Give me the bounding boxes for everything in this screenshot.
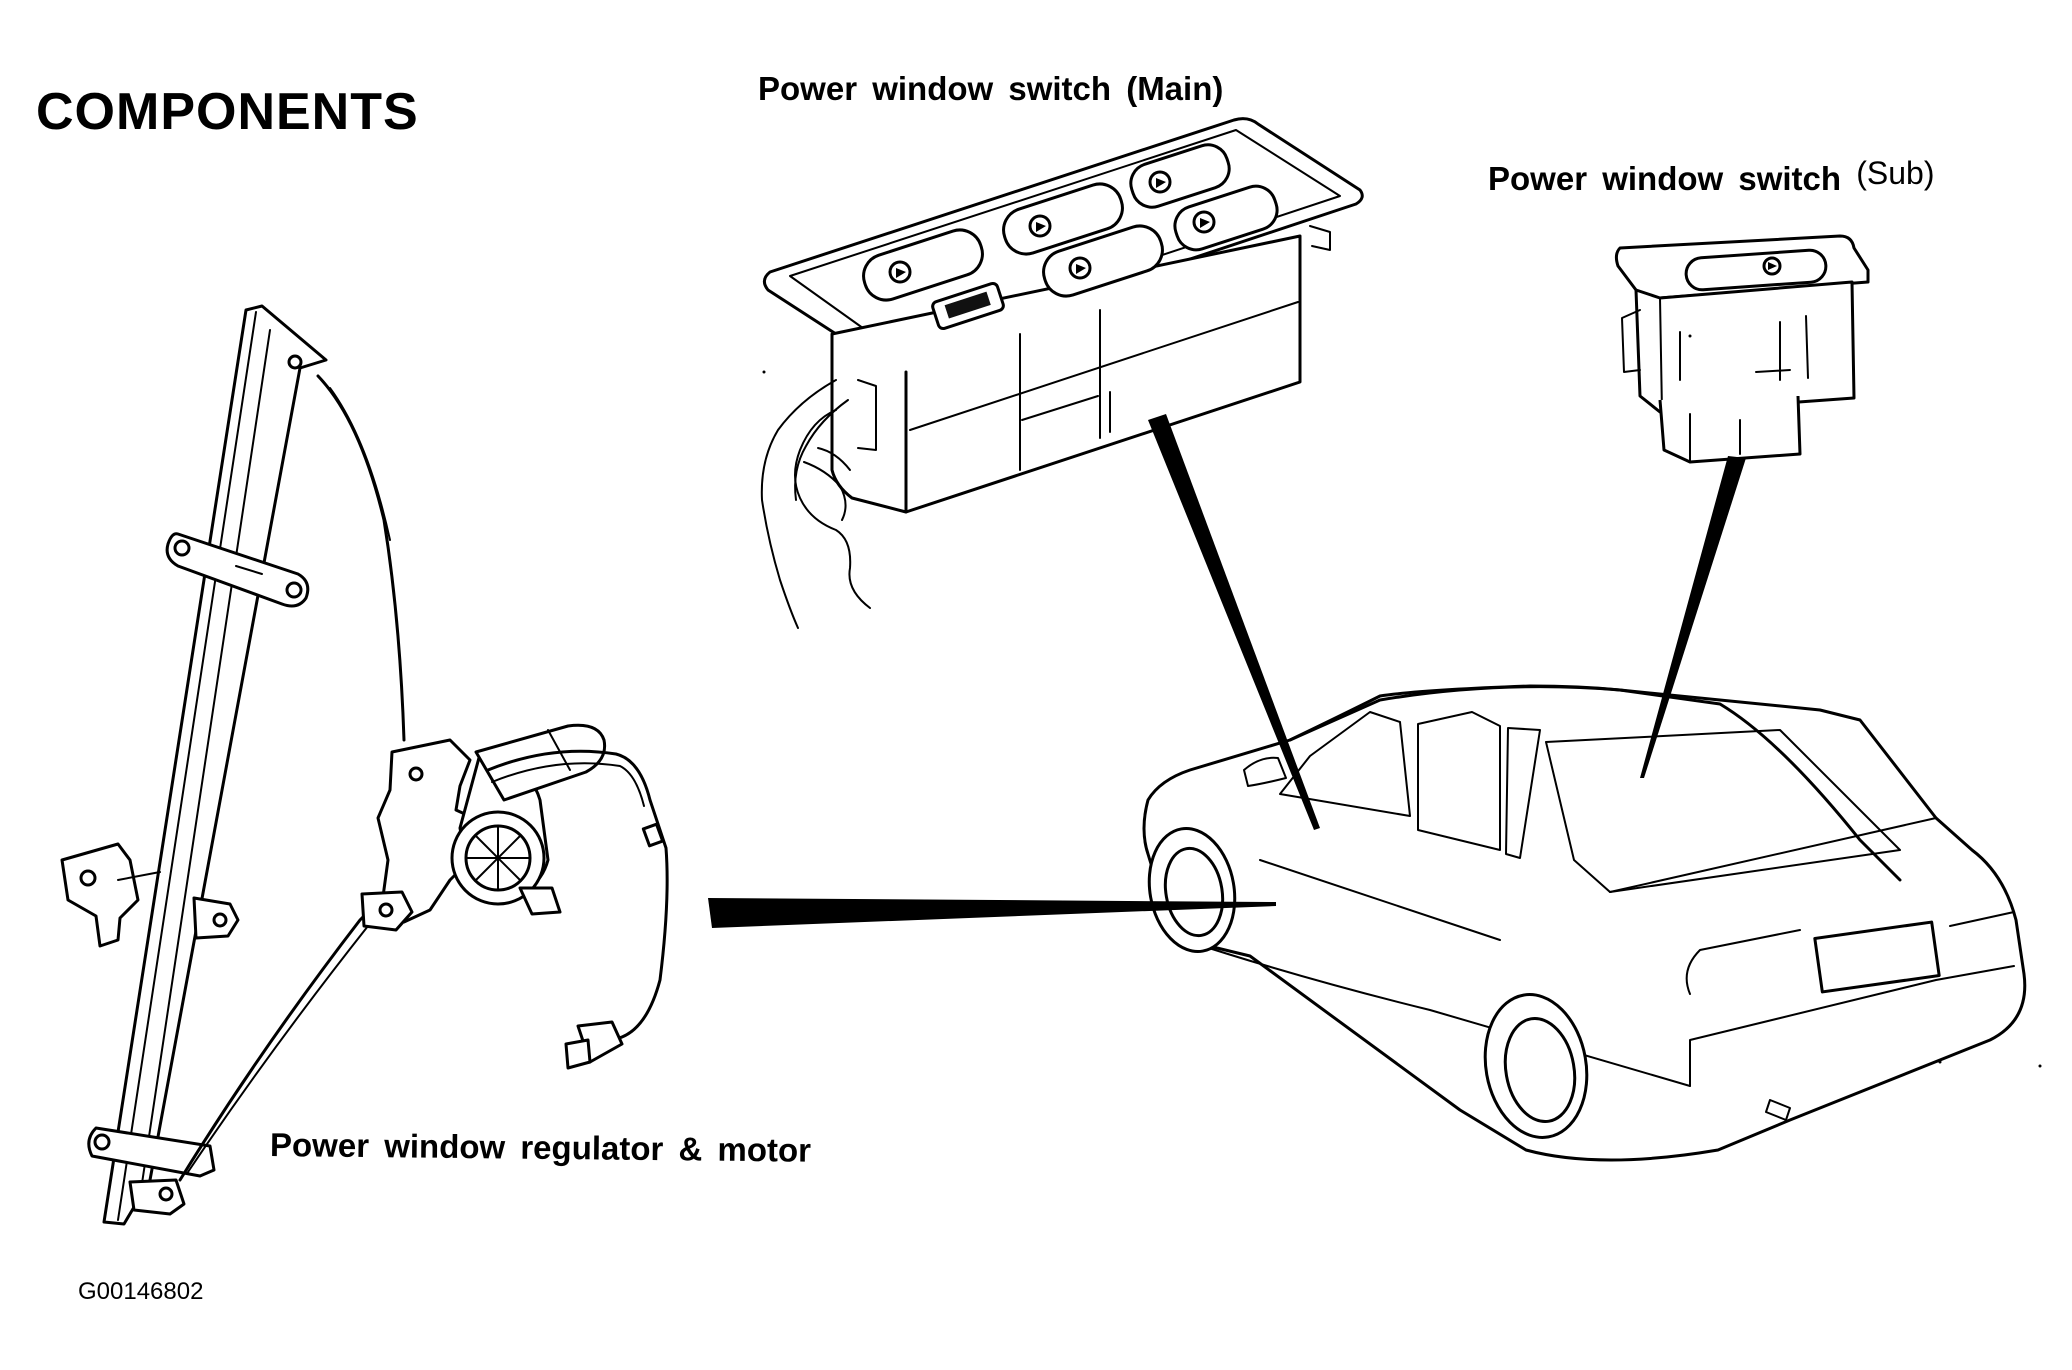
window-regulator <box>60 304 669 1226</box>
sub-switch-label-text: Power window switch <box>1488 160 1842 197</box>
main-switch-label: Power window switch (Main) <box>758 70 1224 107</box>
sub-window-switch <box>1614 234 1870 464</box>
lock-rocker <box>862 228 984 302</box>
car-outline <box>1142 684 2027 1162</box>
lock-button <box>931 281 1005 331</box>
speck <box>2038 1064 2042 1068</box>
window-rocker-3 <box>1173 184 1279 252</box>
auto-rocker <box>1129 143 1231 209</box>
main-switch-buttons <box>862 143 1279 331</box>
speck <box>1688 334 1692 338</box>
window-rocker-1 <box>1002 182 1124 256</box>
sub-switch-pointer <box>1640 456 1746 778</box>
sub-switch-label: Power window switch (Sub) <box>1488 155 1934 198</box>
diagram-title: COMPONENTS <box>36 83 419 141</box>
main-window-switch <box>760 117 1364 629</box>
speck <box>762 370 766 374</box>
window-rocker-2 <box>1042 224 1164 298</box>
regulator-pointer <box>708 898 1276 928</box>
figure-code: G00146802 <box>78 1278 204 1305</box>
sub-switch-label-suffix: (Sub) <box>1856 155 1935 191</box>
main-switch-pointer <box>1148 414 1320 830</box>
speck <box>1938 1060 1942 1064</box>
